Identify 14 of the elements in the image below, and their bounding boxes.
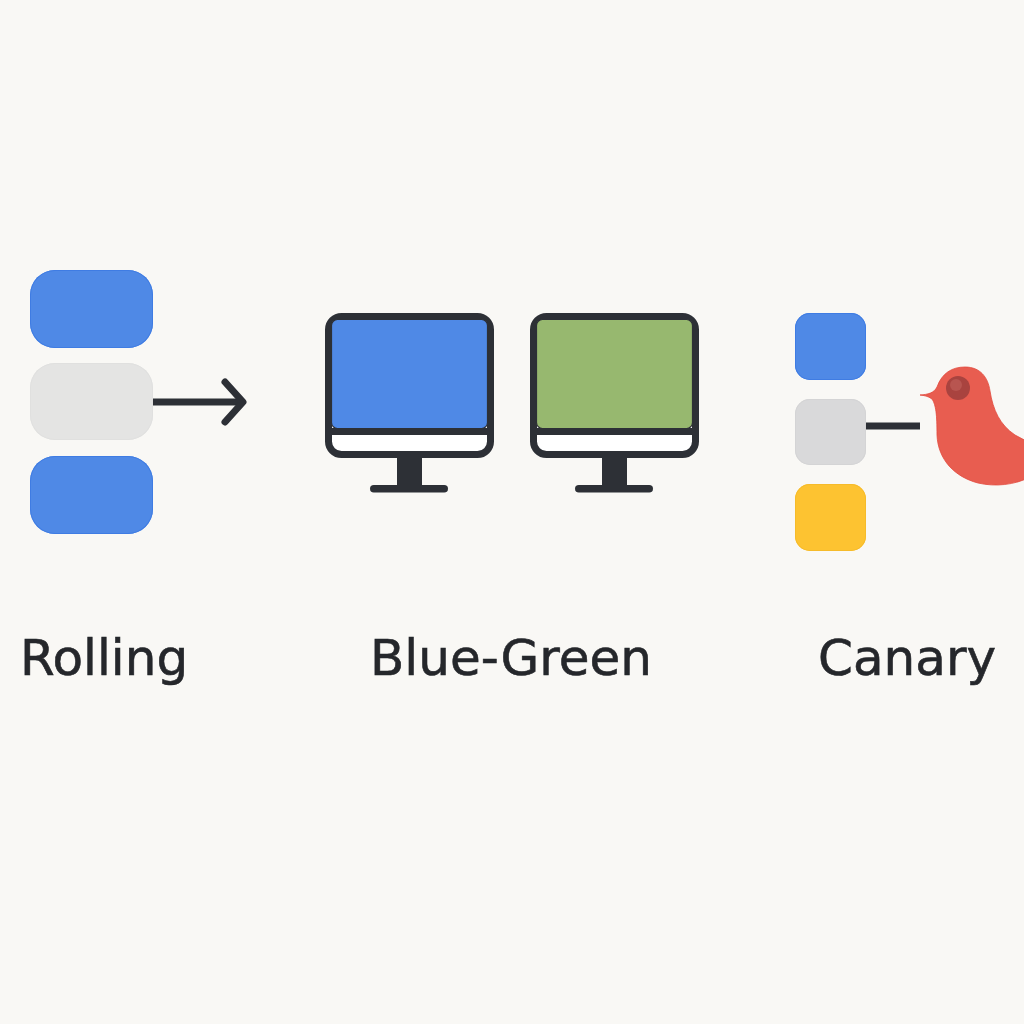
- rounded-block: [30, 270, 153, 348]
- section-label: Blue-Green: [370, 628, 652, 688]
- bird-drawing: [920, 365, 1024, 487]
- connector-line: [866, 422, 920, 430]
- rounded-block: [795, 484, 866, 551]
- rounded-block: [30, 363, 153, 440]
- section-label: Rolling: [20, 628, 189, 688]
- rounded-block: [795, 313, 866, 380]
- rounded-block: [30, 456, 153, 534]
- monitor-drawing: [325, 313, 495, 493]
- arrow: [153, 378, 247, 426]
- rounded-block: [795, 399, 866, 465]
- section-label: Canary: [818, 628, 997, 688]
- monitor-drawing: [530, 313, 700, 493]
